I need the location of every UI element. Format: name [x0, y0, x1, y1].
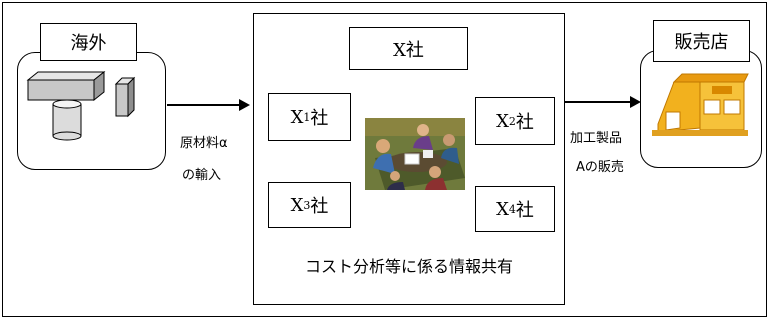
x-company-label: X社: [393, 39, 424, 61]
store-icon: [652, 73, 749, 136]
sales-arrow-line: [565, 101, 631, 103]
x-company-box: X社: [349, 27, 468, 70]
x4-suffix: 社: [515, 200, 534, 221]
diagram-frame: [2, 2, 767, 317]
x1-suffix: 社: [310, 108, 329, 129]
import-label-1: 原材料α: [180, 136, 228, 151]
raw-materials-icon: [26, 70, 136, 141]
overseas-label-box: 海外: [40, 23, 137, 61]
x4-sub: 4: [508, 202, 516, 216]
x1-prefix: X: [290, 106, 304, 128]
sales-label-1: 加工製品: [570, 131, 623, 146]
import-label-2: の輸入: [182, 168, 222, 183]
info-sharing-caption: コスト分析等に係る情報共有: [304, 257, 513, 276]
import-arrow-line: [167, 104, 240, 106]
sales-label-2: Aの販売: [576, 160, 624, 175]
x3-prefix: X: [290, 194, 304, 216]
x3-sub: 3: [303, 198, 311, 212]
x4-prefix: X: [496, 198, 509, 220]
x2-sub: 2: [508, 114, 516, 128]
shop-label-box: 販売店: [653, 20, 750, 62]
shop-label: 販売店: [674, 32, 729, 53]
x2-prefix: X: [496, 110, 509, 132]
overseas-label: 海外: [70, 33, 107, 54]
x2-suffix: 社: [515, 112, 534, 133]
x3-suffix: 社: [310, 196, 329, 217]
sales-arrow-head: [630, 96, 641, 108]
import-arrow-head: [239, 99, 250, 111]
x1-sub: 1: [303, 110, 311, 124]
meeting-clipart: [365, 118, 465, 190]
